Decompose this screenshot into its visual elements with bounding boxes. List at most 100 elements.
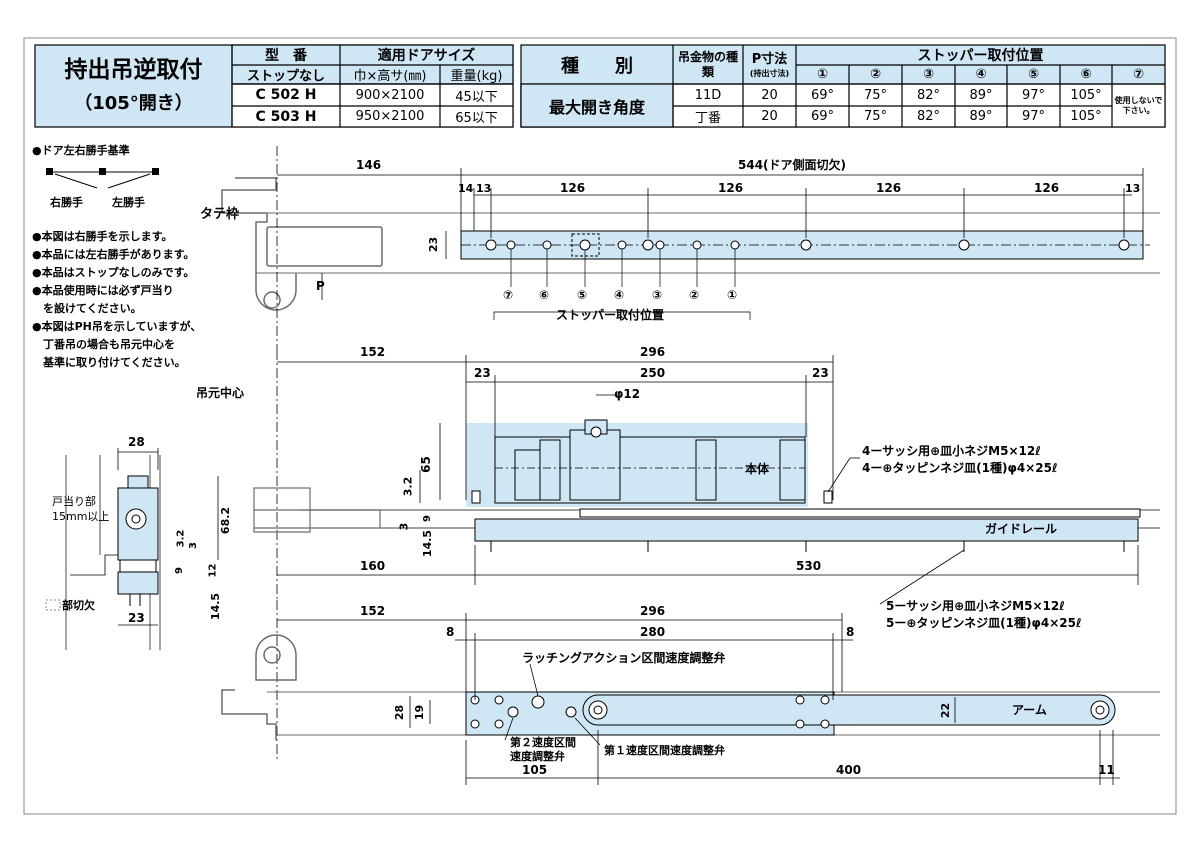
hinge-row-1: 11D [694,87,722,103]
col-kind: 種 別 [561,55,633,77]
view1-frame [221,177,1160,311]
stopper-number-6: ⑥ [539,288,550,302]
col-positions: ストッパー取付位置 [917,48,1044,64]
valve1-label: 第１速度区間速度調整弁 [604,744,725,757]
view2-dim-3-2: 3.2 [401,476,415,497]
side-dim-9: 9 [173,567,185,574]
view2-dim-3: 3 [397,522,411,531]
screw-note-2: 4ー⊕タッピンネジ皿(1種)φ4×25ℓ [862,461,1058,475]
side-dim-14-5: 14.5 [209,592,223,621]
view1-rail-holes [485,239,1130,251]
view1-dim-p: P [316,279,325,293]
product-subtitle: （105°開き） [74,93,193,114]
model-row-2: C 503 H [255,108,317,125]
view2-dimension-lines [277,355,1139,605]
sheet-border [23,37,1177,815]
view2-dim-250: 250 [640,366,666,380]
stopper-caption: ストッパー取付位置 [556,308,665,322]
note-4: ●本品使用時には必ず戸当り [32,284,174,297]
valve2-line-2: 速度調整弁 [510,750,565,763]
angle-r1-1: 69° [810,87,835,103]
view3-arm [582,694,1116,726]
sub-model: ストップなし [246,69,325,84]
view2-slider [579,508,1141,518]
angle-r2-1: 69° [810,109,835,124]
view3-dim-400: 400 [836,763,862,777]
col-door-size: 適用ドアサイズ [377,48,476,64]
row-label-max-angle: 最大開き角度 [548,97,645,117]
stopper-number-1: ① [727,288,738,302]
view1-dim-126-4: 126 [1034,181,1060,195]
view1-dim-146: 146 [356,158,382,172]
position-label-2: ② [869,67,881,82]
weight-row-2: 65以下 [455,111,498,126]
size-row-2: 950×2100 [355,109,425,124]
view1-dim-14: 14 [458,182,474,195]
position-label-1: ① [816,67,828,82]
note-6: ●本図はPH吊を示していますが、 [32,320,202,333]
pivot-center-label: 吊元中心 [196,386,245,400]
view3-dim-296: 296 [640,604,666,618]
guide-rail-label: ガイドレール [985,522,1058,536]
view3-dim-19: 19 [413,704,427,721]
view3-dim-280: 280 [640,625,666,639]
angle-r2-6: 105° [1070,109,1102,124]
view3-dim-28: 28 [393,704,407,721]
view1-dim-126-2: 126 [718,181,744,195]
model-table-grid [34,44,514,128]
side-dim-28: 28 [128,435,145,449]
view1-dim-23: 23 [427,236,441,253]
valve2-line-1: 第２速度区間 [510,736,576,749]
stopper-number-4: ④ [614,288,625,302]
view2-dim-296: 296 [640,345,666,359]
stop-note-1: 戸当り部 [52,495,96,508]
view2-body [466,419,833,507]
view1-stopper-slot [571,233,600,257]
stop-note-2: 15mm以上 [52,510,110,523]
hinge-row-2: 丁番 [694,111,721,126]
position-label-6: ⑥ [1080,67,1092,82]
stopper-table-grid [520,44,1166,128]
stopper-number-3: ③ [652,288,663,302]
angle-r2-3: 82° [916,109,941,124]
cutout-label: 部切欠 [62,599,95,612]
hand-diagram [46,168,159,189]
angle-r1-2: 75° [863,87,888,103]
angle-r2-4: 89° [969,109,993,124]
position-label-4: ④ [975,67,987,82]
angle-r1-6: 105° [1070,87,1102,103]
view1-dim-13a: 13 [476,182,492,195]
view2-dim-530: 530 [796,559,822,573]
side-dim-68-2: 68.2 [219,506,233,535]
view2-dim-23b: 23 [812,366,829,380]
view3-dim-22: 22 [939,702,953,719]
angle-r1-5: 97° [1021,87,1046,103]
view2-dim-152: 152 [360,345,386,359]
view1-dim-13b: 13 [1125,182,1141,195]
sub-size: 巾×高サ(㎜) [353,69,427,84]
view1-dim-126-3: 126 [876,181,902,195]
view2-dim-phi12: φ12 [614,387,641,401]
view3-dim-105: 105 [522,763,548,777]
view1-dim-544: 544(ドア側面切欠) [738,158,847,172]
latch-valve-label: ラッチングアクション区間速度調整弁 [522,651,726,665]
weight-row-1: 45以下 [455,89,498,105]
position-label-7: ⑦ [1132,67,1144,82]
model-row-1: C 502 H [255,87,317,103]
side-view [45,448,219,650]
view2-dim-14-5: 14.5 [421,529,435,558]
col-hinge-type: 吊金物の種類 [677,49,738,79]
sub-weight: 重量(kg) [450,69,503,84]
screw-note-4: 5ー⊕タッピンネジ皿(1種)φ4×25ℓ [886,616,1082,630]
side-dim-3: 3 [187,542,199,549]
right-hand-label: 右勝手 [50,196,83,209]
note-7: 丁番吊の場合も吊元中心を [32,338,175,351]
frame-label: タテ枠 [200,207,240,222]
note-1: ●本図は右勝手を示します。 [32,230,173,243]
stopper-number-2: ② [689,288,700,302]
view1-dim-126-1: 126 [560,181,586,195]
angle-r2-2: 75° [863,109,888,124]
position-label-3: ③ [922,67,934,82]
note-8: 基準に取り付けてください。 [32,356,186,369]
